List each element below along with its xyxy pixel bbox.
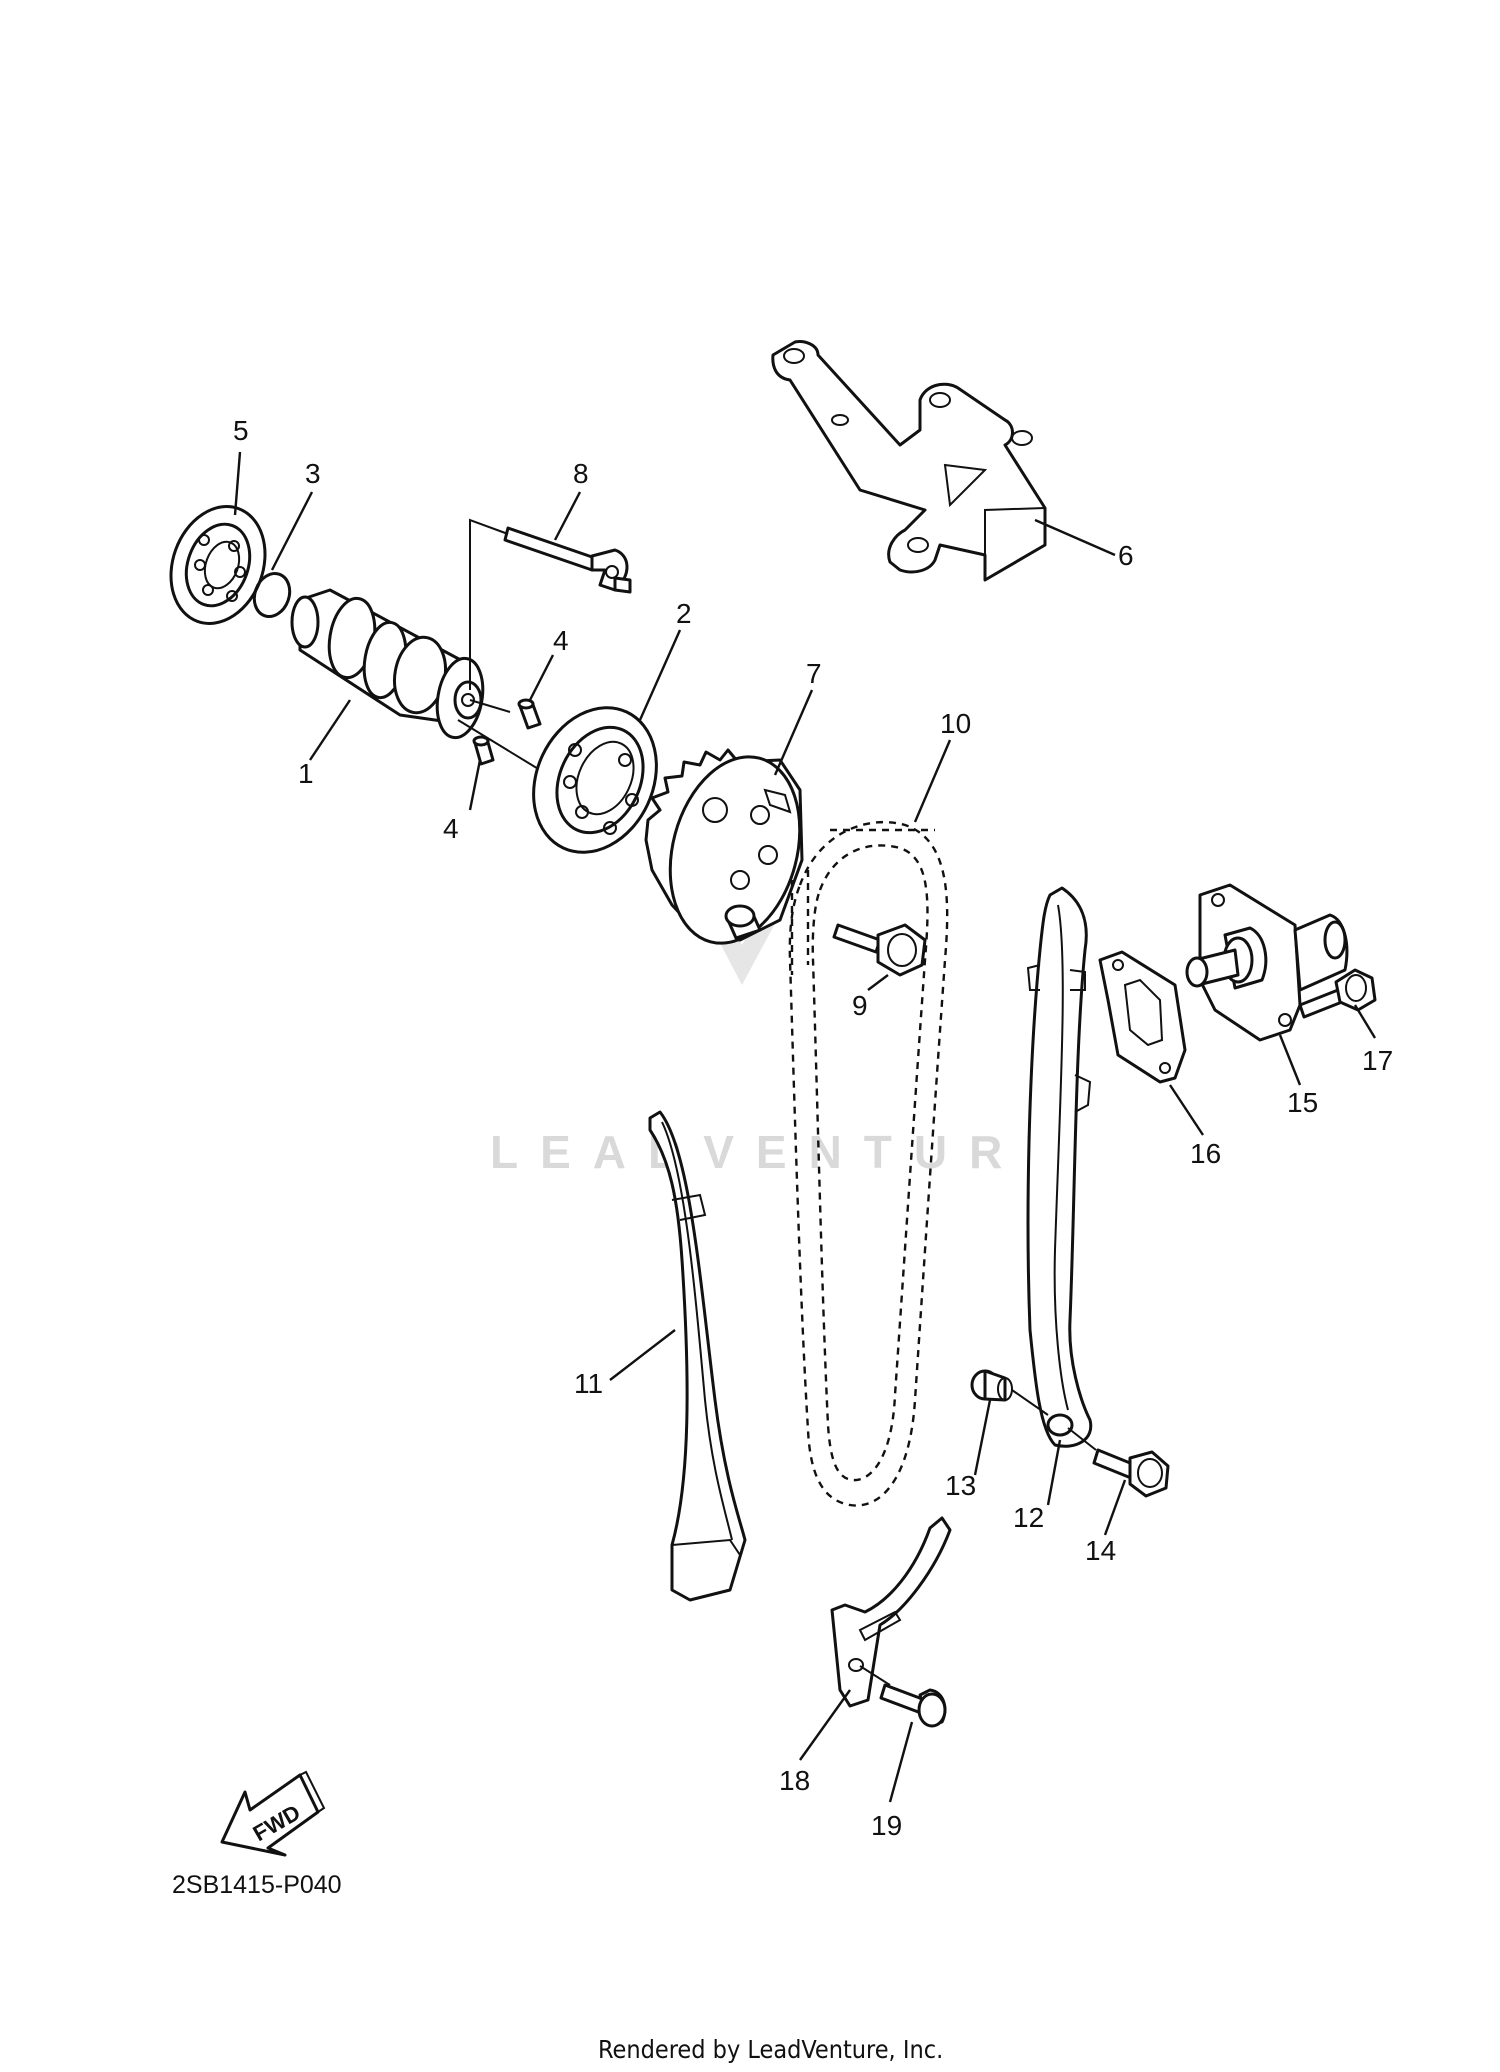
watermark-text: LEADVENTURE: [490, 1126, 1077, 1178]
callout-12: 12: [1013, 1502, 1044, 1533]
part-9-bolt: [832, 923, 927, 977]
callout-10: 10: [940, 708, 971, 739]
callout-14: 14: [1085, 1535, 1116, 1566]
callout-9: 9: [852, 990, 868, 1021]
part-16-gasket: [1098, 950, 1187, 1084]
part-13-collar: [970, 1369, 1049, 1416]
part-11-chain-guide: [648, 1110, 747, 1602]
part-8-decompressor-shaft: [469, 518, 632, 690]
part-17-bolt: [1298, 968, 1377, 1019]
callout-19: 19: [871, 1810, 902, 1841]
part-3-o-ring: [252, 572, 292, 618]
part-4-dowel-pin-upper: [517, 698, 542, 730]
callout-6: 6: [1118, 540, 1134, 571]
callout-17: 17: [1362, 1045, 1393, 1076]
part-4-dowel-pin-lower: [472, 735, 495, 766]
callout-1: 1: [298, 758, 314, 789]
part-7-cam-sprocket: [644, 748, 804, 945]
callout-11: 11: [574, 1368, 603, 1399]
callout-3: 3: [305, 458, 321, 489]
part-2-bearing: [532, 706, 658, 854]
callout-13: 13: [945, 1470, 976, 1501]
callout-15: 15: [1287, 1087, 1318, 1118]
part-19-bolt: [879, 1683, 947, 1728]
callout-18: 18: [779, 1765, 810, 1796]
part-1-camshaft: [290, 588, 485, 740]
callout-16: 16: [1190, 1138, 1221, 1169]
part-10-cam-chain: [788, 821, 949, 1507]
callout-2: 2: [676, 598, 692, 629]
leader-lines: [233, 451, 1377, 1803]
part-12-tensioner-guide: [1026, 886, 1093, 1448]
part-15-chain-tensioner: [1185, 883, 1349, 1042]
callout-4-lower: 4: [443, 813, 459, 844]
callout-4-upper: 4: [553, 625, 569, 656]
fwd-arrow-icon: FWD: [220, 1770, 326, 1857]
callout-7: 7: [806, 658, 822, 689]
callout-8: 8: [573, 458, 589, 489]
part-18-guide-stopper: [830, 1516, 952, 1708]
diagram-code: 2SB1415-P040: [172, 1871, 342, 1899]
part-14-bolt: [1067, 1427, 1170, 1498]
callout-5: 5: [233, 415, 249, 446]
footer-credit: Rendered by LeadVenture, Inc.: [598, 2035, 943, 2064]
part-6-cover-plate: [771, 340, 1047, 582]
callout-labels: 5 3 1 4 4 8 6 2 7 10 9 11 13 12 14 15 16…: [233, 415, 1393, 1841]
